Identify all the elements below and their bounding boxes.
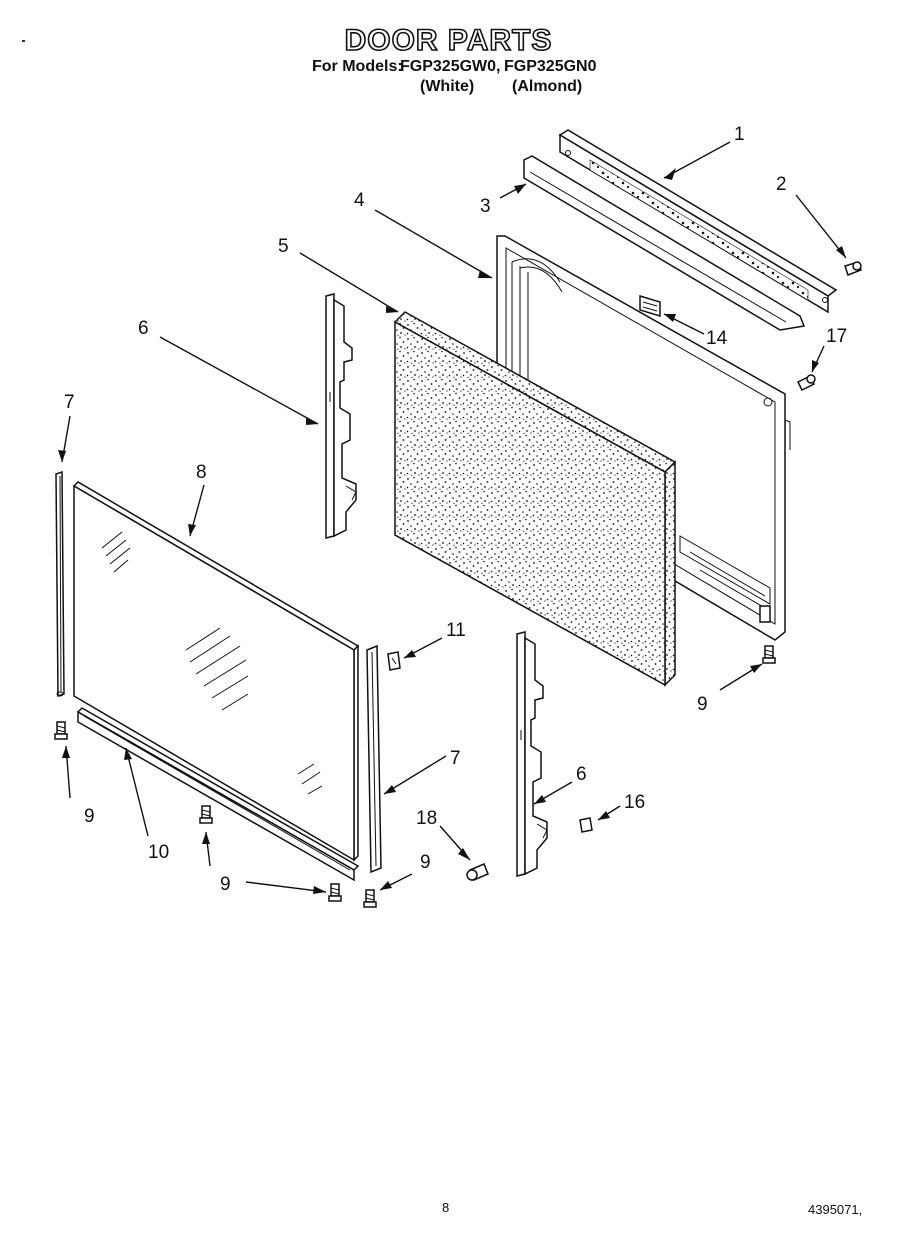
model-color-1: (White) <box>420 78 475 95</box>
callout-labels: 1 2 3 4 5 6 7 8 11 14 17 9 9 10 9 9 7 6 … <box>64 124 847 895</box>
leader-10 <box>125 747 149 837</box>
callout-11: 11 <box>446 620 466 641</box>
models-prefix: For Models: <box>312 58 403 75</box>
model-color-2: (Almond) <box>512 78 583 95</box>
callout-9-frame: 9 <box>697 694 708 715</box>
part-8-outer-glass <box>72 481 360 862</box>
part-3-trim-strip <box>523 155 806 331</box>
scan-speck <box>22 40 25 42</box>
part-1-vent-trim <box>558 129 838 314</box>
part-9-screw-gasket <box>363 889 377 908</box>
callout-1: 1 <box>734 124 745 145</box>
part-14-latch-plate <box>639 294 661 318</box>
callout-6-upper: 6 <box>138 318 149 339</box>
callout-10: 10 <box>148 842 169 863</box>
part-7-gasket-left <box>55 470 65 698</box>
model-number-2: FGP325GN0 <box>504 58 597 75</box>
callout-16: 16 <box>624 792 645 813</box>
callout-9-gasket: 9 <box>420 852 431 873</box>
part-9-screw-right-frame <box>762 645 776 664</box>
callout-4: 4 <box>354 190 365 211</box>
callout-2: 2 <box>776 174 787 195</box>
part-2-screw <box>844 261 862 276</box>
part-9-screw-bottom-center <box>199 805 213 824</box>
page-number: 8 <box>442 1200 450 1215</box>
part-9-screw-bottom-right <box>328 883 342 902</box>
leader-4 <box>374 209 493 279</box>
callout-7-right: 7 <box>450 748 461 769</box>
page-title: DOOR PARTS <box>344 23 553 58</box>
callout-18: 18 <box>416 808 437 829</box>
callout-arrowheads <box>58 168 846 894</box>
part-9-screw-left <box>54 721 68 740</box>
callout-3: 3 <box>480 196 491 217</box>
callout-9-left: 9 <box>84 806 95 827</box>
part-10-bottom-trim <box>76 707 360 882</box>
callout-7-left: 7 <box>64 392 75 413</box>
leader-5 <box>299 252 399 313</box>
leader-7b <box>383 755 447 795</box>
part-5-insulation <box>393 311 677 687</box>
leader-9d <box>245 881 327 893</box>
callout-14: 14 <box>706 328 728 349</box>
model-number-1: FGP325GW0, <box>400 58 501 75</box>
part-11-clip <box>387 651 401 671</box>
part-18-screw <box>466 863 489 881</box>
part-6-side-channel-upper <box>325 293 357 539</box>
leader-6a <box>159 336 319 425</box>
callout-8: 8 <box>196 462 207 483</box>
callout-6-lower: 6 <box>576 764 587 785</box>
part-7-gasket-right <box>366 644 382 874</box>
part-17-screw <box>796 374 816 392</box>
document-number: 4395071, <box>808 1202 863 1217</box>
callout-5: 5 <box>278 236 289 257</box>
callout-9-bottom: 9 <box>220 874 231 895</box>
leader-1 <box>663 141 731 179</box>
callout-17: 17 <box>826 326 847 347</box>
part-6-side-channel-lower <box>516 631 548 877</box>
part-16-spacer <box>579 817 593 833</box>
leader-2 <box>795 194 847 259</box>
